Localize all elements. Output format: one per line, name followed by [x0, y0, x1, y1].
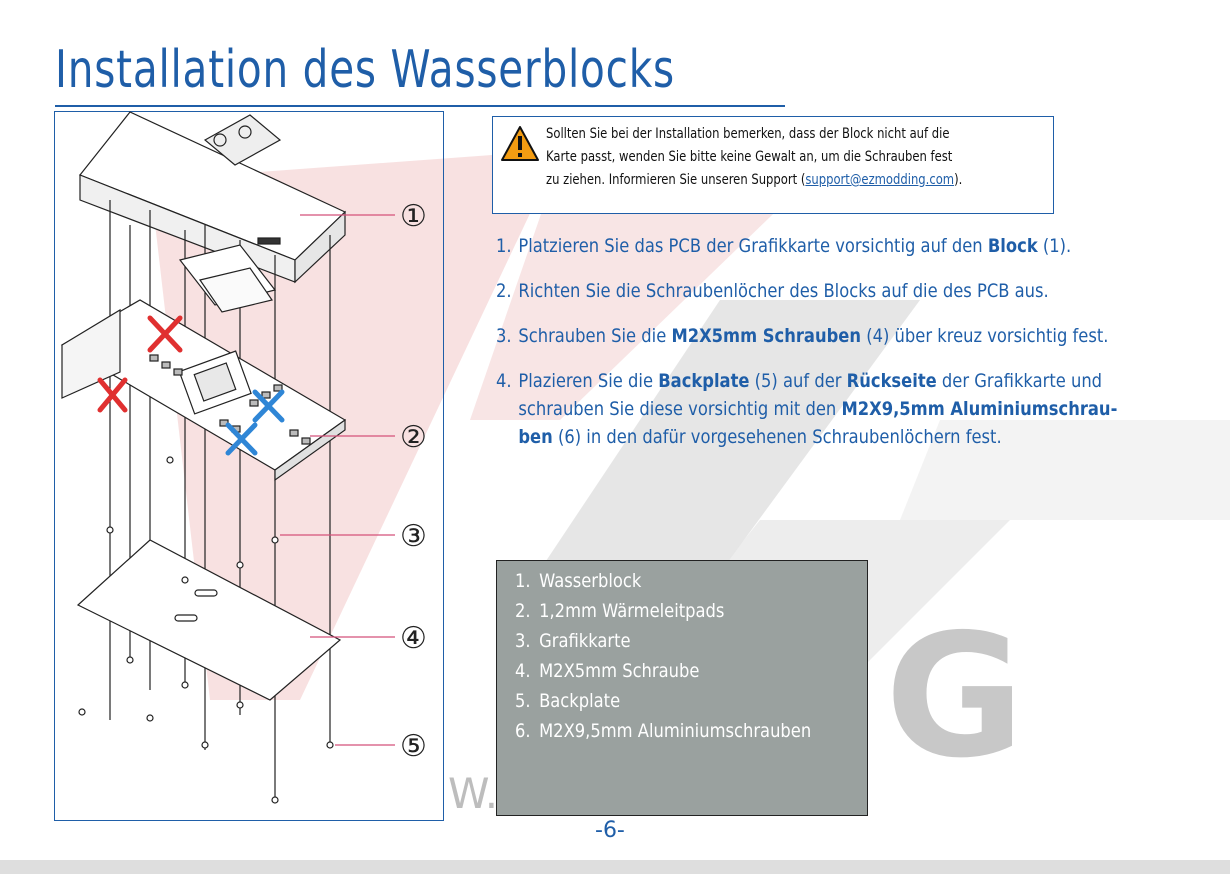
- part-item-5: 5.Backplate: [515, 690, 621, 712]
- title-underline: [55, 105, 785, 107]
- part-item-3: 3.Grafikkarte: [515, 630, 631, 652]
- warning-notice: Sollten Sie bei der Installation bemerke…: [492, 116, 1054, 214]
- callout-2: ②: [400, 420, 427, 455]
- part-item-2: 2.1,2mm Wärmeleitpads: [515, 600, 725, 622]
- footer-bar: [0, 860, 1230, 874]
- callout-4: ④: [400, 621, 427, 656]
- step-4: 4.Plazieren Sie die Backplate (5) auf de…: [496, 370, 1118, 448]
- warning-text: Sollten Sie bei der Installation bemerke…: [546, 123, 1024, 192]
- part-item-1: 1.Wasserblock: [515, 570, 642, 592]
- callout-3: ③: [400, 519, 427, 554]
- exploded-diagram-frame: [54, 111, 444, 821]
- part-item-6: 6.M2X9,5mm Aluminiumschrauben: [515, 720, 812, 742]
- waterblock-terminal: [203, 114, 282, 166]
- support-email-link[interactable]: support@ezmodding.com: [805, 172, 955, 188]
- watermark-letters: G: [885, 598, 1025, 796]
- warning-triangle-icon: [501, 126, 539, 161]
- page-title: Installation des Wasserblocks: [55, 40, 675, 100]
- step-3: 3.Schrauben Sie die M2X5mm Schrauben (4)…: [496, 325, 1109, 347]
- warning-line-1: Sollten Sie bei der Installation bemerke…: [546, 126, 950, 142]
- part-item-4: 4.M2X5mm Schraube: [515, 660, 700, 682]
- page-number: -6-: [595, 818, 625, 843]
- warning-line-3: zu ziehen. Informieren Sie unseren Suppo…: [546, 172, 963, 188]
- installation-steps: 1.Platzieren Sie das PCB der Grafikkarte…: [496, 232, 1117, 468]
- parts-list: 1.Wasserblock 2.1,2mm Wärmeleitpads 3.Gr…: [515, 566, 811, 746]
- backplate: [76, 539, 342, 701]
- parts-list-box: 1.Wasserblock 2.1,2mm Wärmeleitpads 3.Gr…: [496, 560, 868, 816]
- step-2: 2.Richten Sie die Schraubenlöcher des Bl…: [496, 280, 1049, 302]
- warning-line-2: Karte passt, wenden Sie bitte keine Gewa…: [546, 149, 953, 165]
- io-bracket: [61, 308, 121, 399]
- step-1: 1.Platzieren Sie das PCB der Grafikkarte…: [496, 235, 1072, 257]
- callout-5: ⑤: [400, 729, 427, 764]
- waterblock-side: [294, 210, 346, 284]
- callout-1: ①: [400, 199, 427, 234]
- watermark-url: W.: [448, 769, 498, 818]
